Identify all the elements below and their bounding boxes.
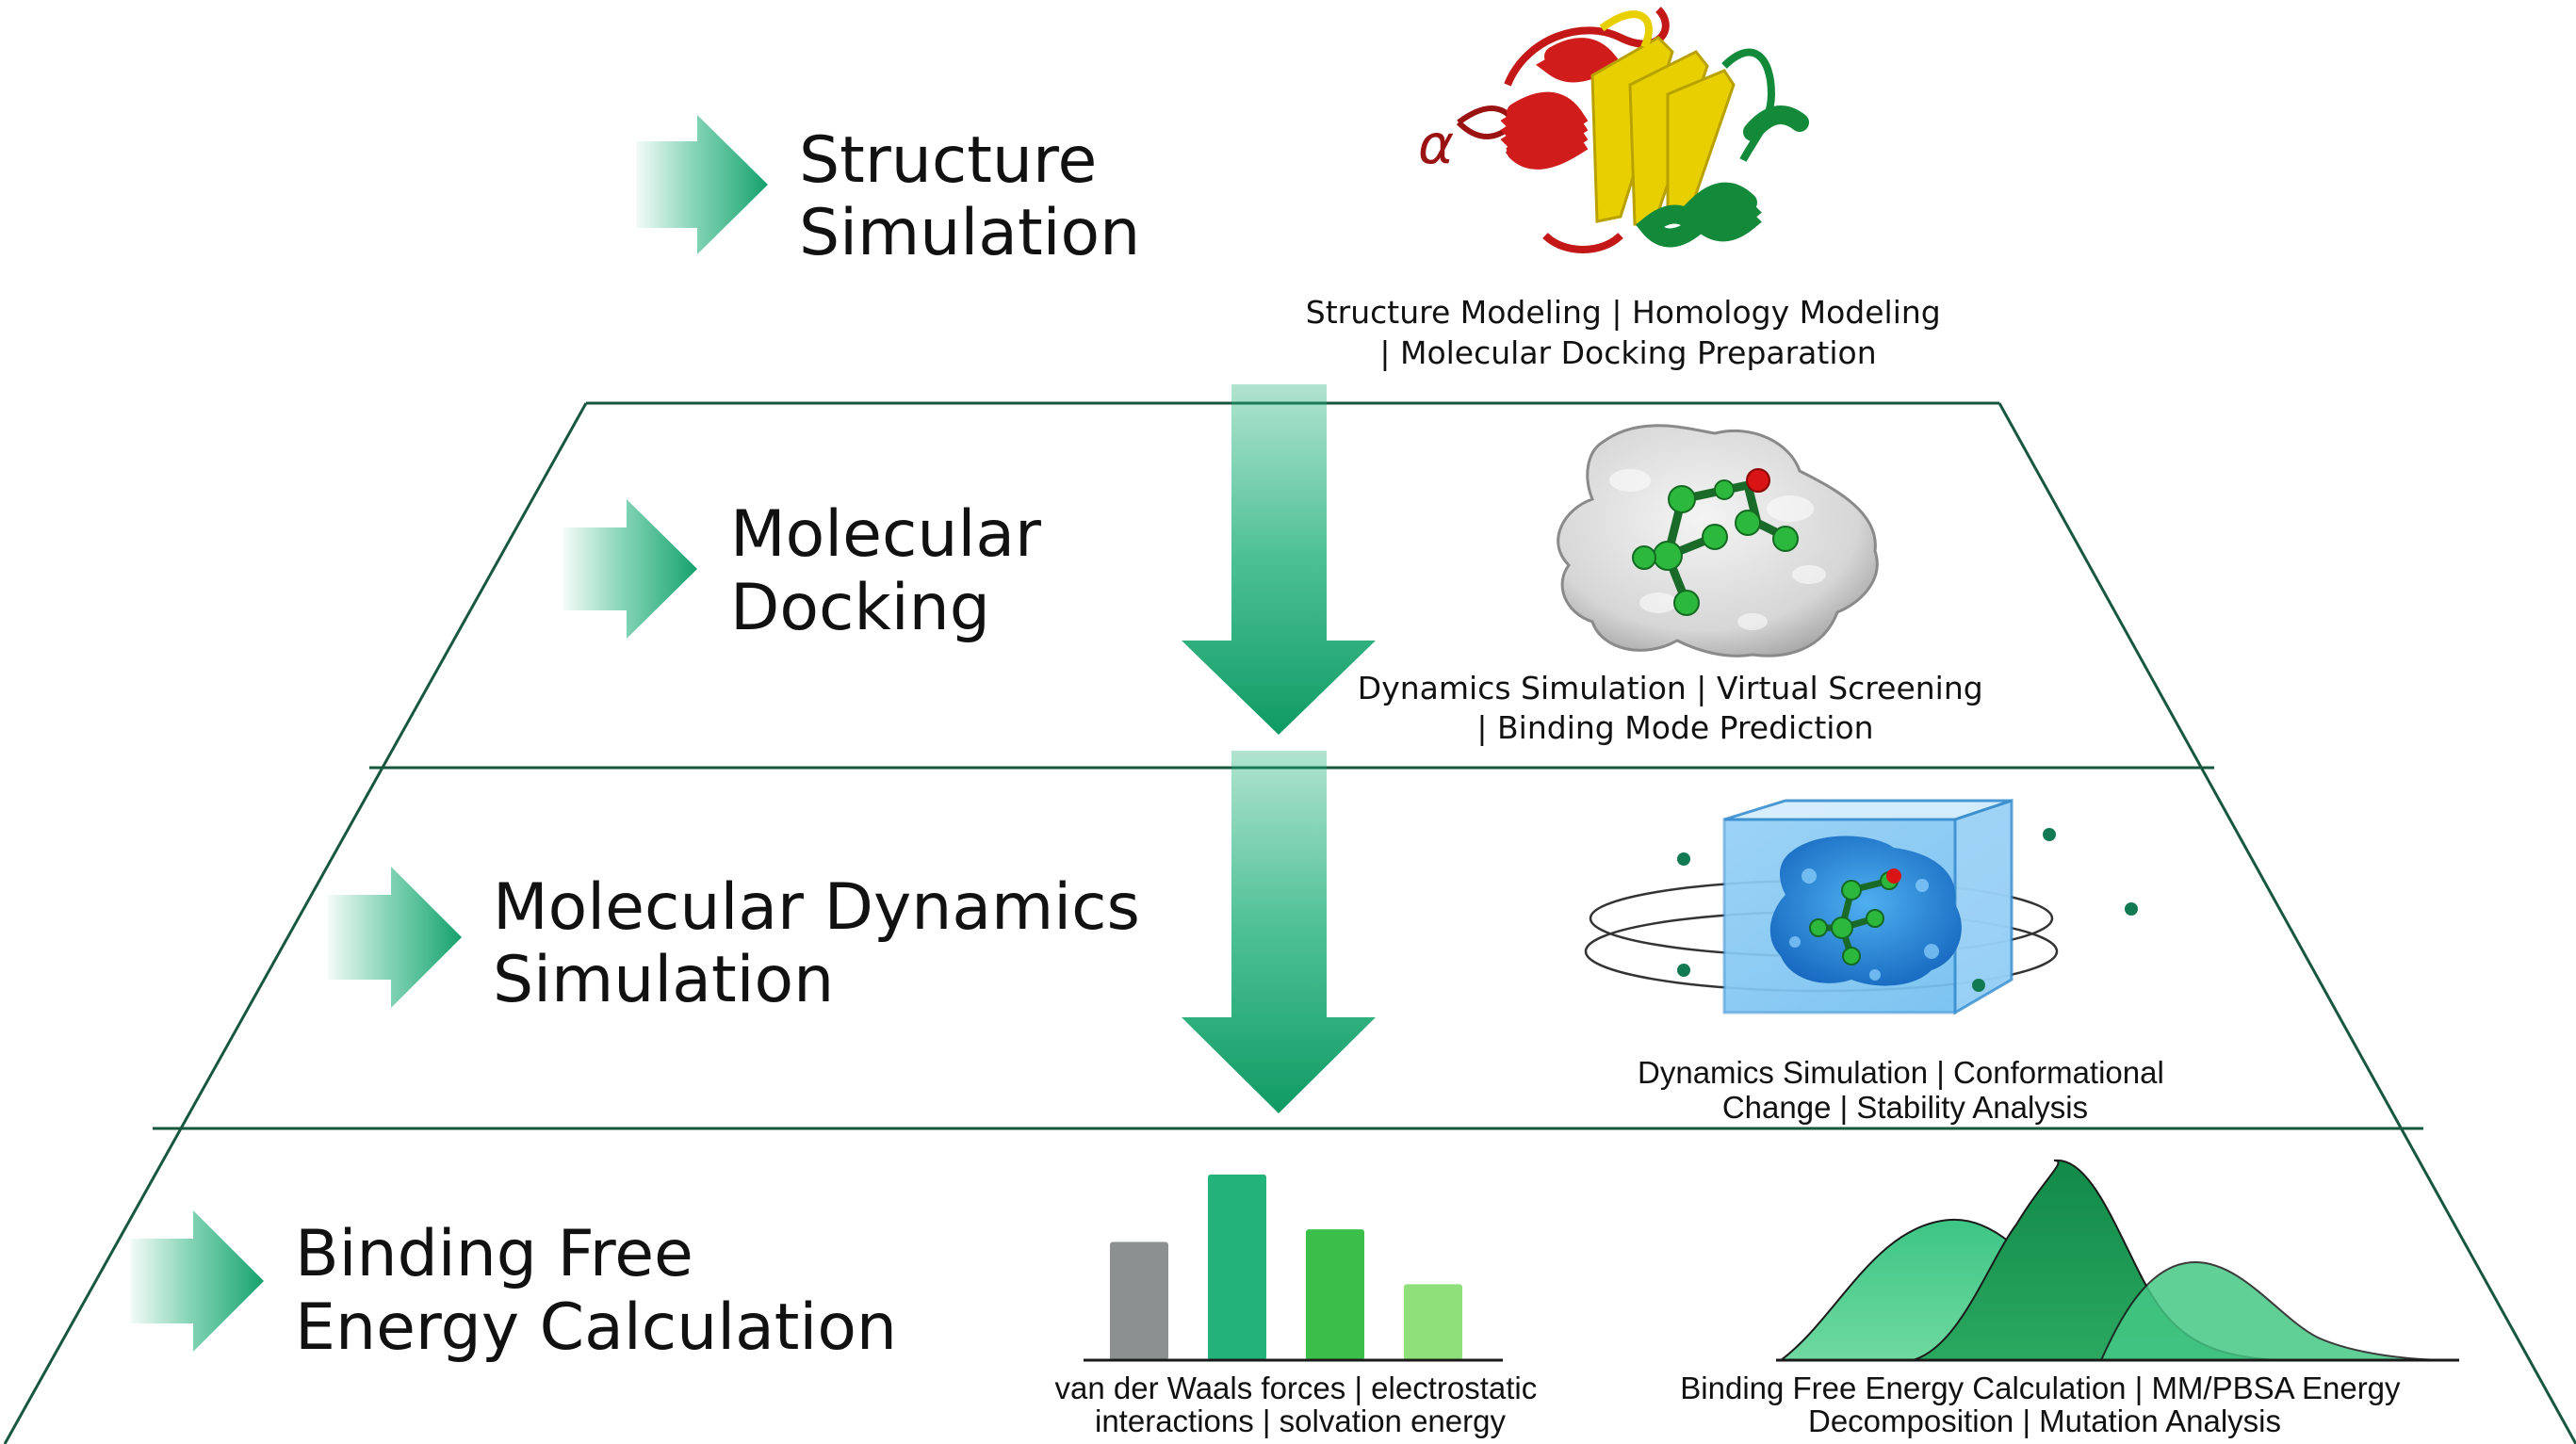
tier-title-line-2: Simulation xyxy=(799,196,1140,270)
tier-binding-free-energy: Binding Free Energy Calculation van der … xyxy=(130,1159,2459,1438)
protein-ribbon-icon: α xyxy=(1418,7,1809,253)
pyramid-outline xyxy=(3,401,2576,1444)
alpha-label: α xyxy=(1418,112,1454,176)
arrow-right-icon xyxy=(636,115,768,254)
tier-title: Structure Simulation xyxy=(799,123,1140,270)
tier-description-line-2: | Binding Mode Prediction xyxy=(1476,709,1873,746)
tier-title: Binding Free Energy Calculation xyxy=(295,1217,897,1365)
tier-title-line-1: Structure xyxy=(799,123,1097,198)
bar-chart-description-line-1: van der Waals forces | electrostatic xyxy=(1055,1371,1538,1405)
tier-title-line-1: Molecular Dynamics xyxy=(493,870,1140,945)
curves-description-line-2: Decomposition | Mutation Analysis xyxy=(1808,1403,2281,1438)
tier-description-line-1: Dynamics Simulation | Conformational xyxy=(1638,1055,2164,1090)
tier-title-line-1: Binding Free xyxy=(295,1217,693,1291)
arrow-right-icon xyxy=(563,499,697,639)
tier-title-line-1: Molecular xyxy=(730,497,1041,572)
tier-title: Molecular Docking xyxy=(730,497,1062,645)
tier-structure-simulation: Structure Simulation α xyxy=(636,7,1951,371)
ligand-in-pocket-icon xyxy=(1557,424,1879,657)
solvated-box-icon xyxy=(1584,798,2138,1015)
arrow-right-icon xyxy=(130,1210,264,1352)
tier-description-line-1: Structure Modeling | Homology Modeling xyxy=(1306,294,1941,331)
energy-bar xyxy=(1208,1174,1266,1360)
tier-title-line-2: Docking xyxy=(730,571,990,645)
curve-right xyxy=(2099,1260,2451,1361)
tier-description: Dynamics Simulation | Virtual Screening … xyxy=(1358,670,1993,746)
arrow-right-icon xyxy=(328,867,462,1008)
tier-description-line-2: | Molecular Docking Preparation xyxy=(1379,334,1876,371)
pyramid-left-edge xyxy=(3,402,588,1444)
tier-description-line-2: Change | Stability Analysis xyxy=(1722,1090,2088,1125)
tier-description: Structure Modeling | Homology Modeling |… xyxy=(1306,294,1951,371)
energy-distribution-curves-icon xyxy=(1776,1159,2459,1362)
energy-bar xyxy=(1110,1241,1168,1360)
energy-bar xyxy=(1306,1229,1364,1360)
energy-bar-chart-icon xyxy=(1084,1174,1503,1362)
protein-surface xyxy=(1769,836,1962,986)
curves-description: Binding Free Energy Calculation | MM/PBS… xyxy=(1680,1371,2408,1438)
arrow-down-icon xyxy=(1182,384,1376,735)
tier-description: Dynamics Simulation | Conformational Cha… xyxy=(1638,1055,2173,1125)
energy-bar xyxy=(1404,1284,1462,1360)
bar-chart-description-line-2: interactions | solvation energy xyxy=(1095,1403,1506,1438)
pyramid-right-edge xyxy=(1997,402,2576,1444)
tier-title-line-2: Simulation xyxy=(493,943,834,1017)
tier-molecular-docking: Molecular Docking xyxy=(563,424,1993,746)
tier-molecular-dynamics: Molecular Dynamics Simulation xyxy=(328,798,2173,1125)
tier-description-line-1: Dynamics Simulation | Virtual Screening xyxy=(1358,670,1983,706)
tier-title-line-2: Energy Calculation xyxy=(295,1290,897,1365)
tier-title: Molecular Dynamics Simulation xyxy=(493,870,1161,1017)
arrow-down-icon xyxy=(1182,751,1376,1113)
bar-chart-description: van der Waals forces | electrostatic int… xyxy=(1055,1371,1546,1438)
curves-description-line-1: Binding Free Energy Calculation | MM/PBS… xyxy=(1680,1371,2401,1405)
